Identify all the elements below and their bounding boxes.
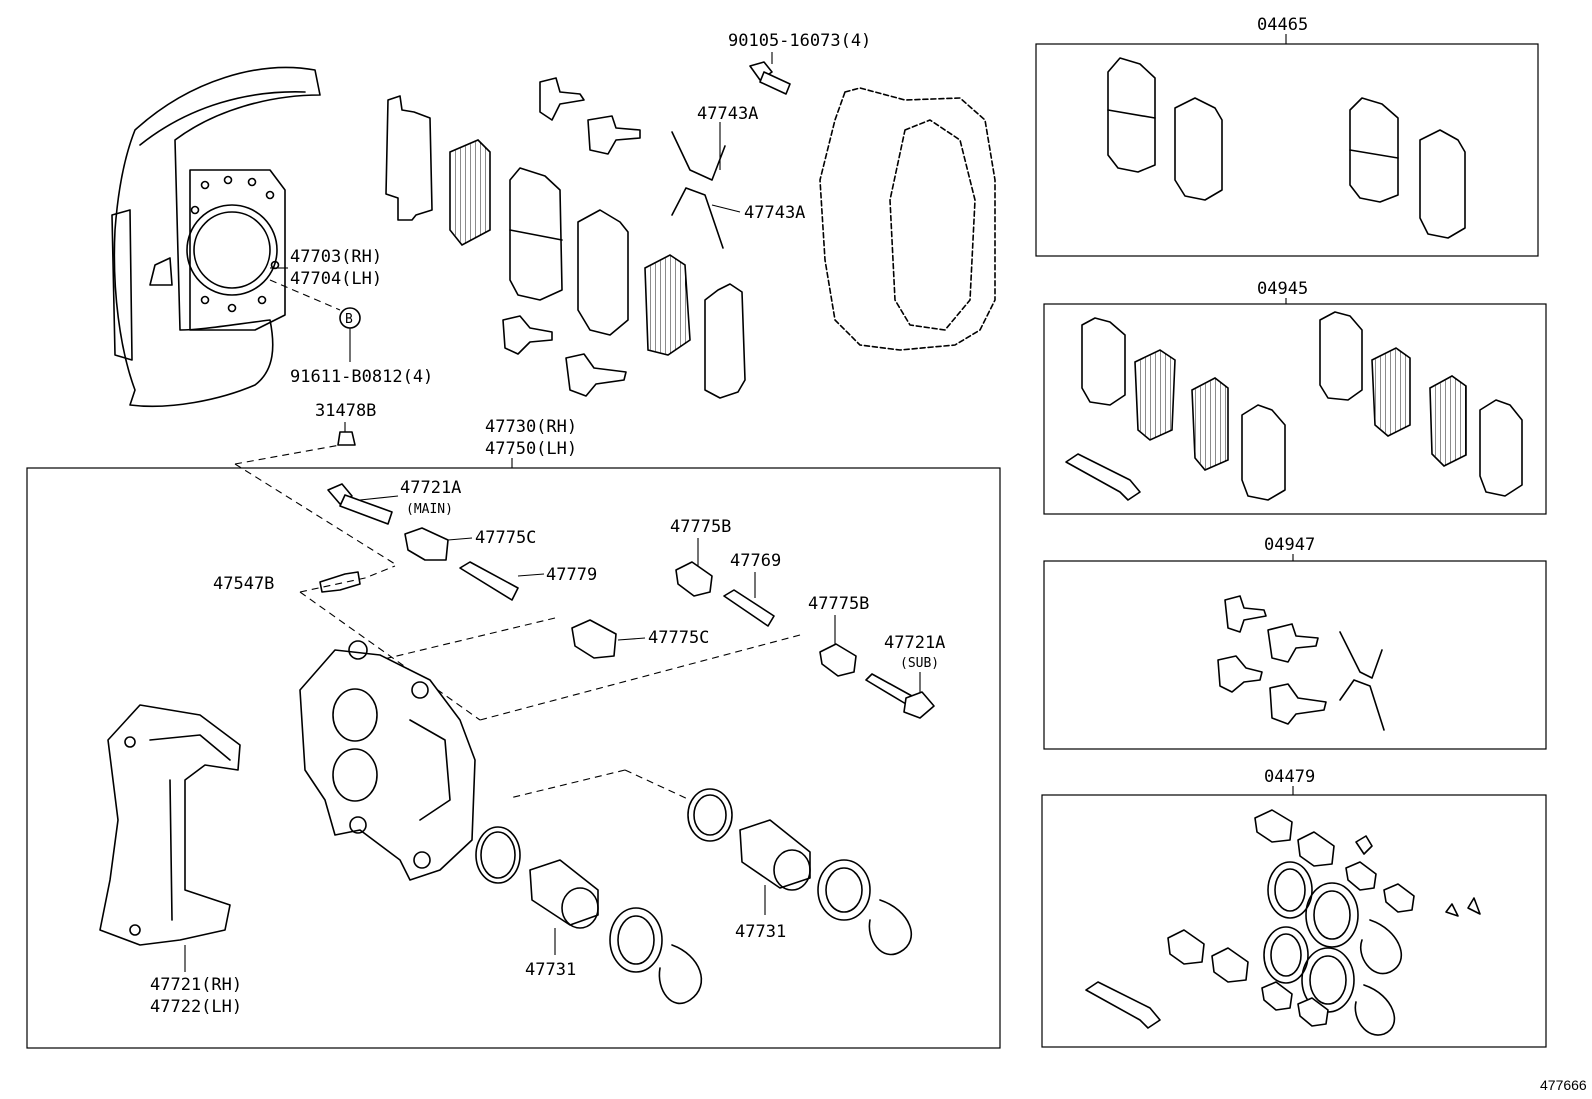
- brake-pad-set: [385, 95, 746, 399]
- figure-id: 477666: [1540, 1077, 1587, 1093]
- kit-04947-clips-springs: [1217, 595, 1385, 731]
- kit-04465-pads: [1107, 57, 1466, 239]
- b-marker: B: [339, 307, 361, 329]
- pin-main-note: (MAIN): [406, 502, 453, 517]
- shield-bolt-label: 91611-B0812(4): [290, 367, 433, 387]
- piston-1-label: 47731: [525, 960, 576, 980]
- boot-3-icon: [675, 561, 713, 597]
- boot-2-label: 47775C: [648, 628, 709, 648]
- kit-04479-box: [1041, 794, 1547, 1048]
- slide-pin-main-icon: [327, 483, 393, 525]
- caliper-housing-outline: [819, 87, 996, 351]
- boot-4-icon: [819, 643, 857, 677]
- bleeder-label: 47547B: [213, 574, 274, 594]
- kit-04465-box: [1035, 43, 1539, 257]
- caliper-mounting-bolt-icon: [749, 61, 791, 95]
- plug-icon: [337, 431, 356, 446]
- kit-04947-box: [1043, 560, 1547, 750]
- kit-04479-seals-boots: [1085, 809, 1481, 1036]
- kit-04945-label: 04945: [1257, 279, 1308, 299]
- shield-lh-label: 47704(LH): [290, 269, 382, 289]
- sleeve-2-label: 47769: [730, 551, 781, 571]
- boot-3-label: 47775B: [670, 517, 731, 537]
- boot-2-icon: [571, 619, 617, 659]
- caliper-assembly-box: [26, 467, 1001, 1049]
- sleeve-1-icon: [459, 561, 519, 601]
- pin-main-label: 47721A: [400, 478, 461, 498]
- spring-1-label: 47743A: [697, 104, 758, 124]
- pin-sub-note: (SUB): [900, 656, 939, 671]
- caliper-assembly-label: 47730(RH) 47750(LH): [485, 417, 577, 459]
- svg-text:47750(LH): 47750(LH): [485, 439, 577, 459]
- piston-seals-left: [475, 826, 703, 1005]
- piston-2-label: 47731: [735, 922, 786, 942]
- sleeve-1-label: 47779: [546, 565, 597, 585]
- svg-text:B: B: [345, 312, 353, 327]
- caliper-mounting-bracket: [99, 704, 241, 946]
- kit-04465-label: 04465: [1257, 15, 1308, 35]
- shield-bolt-holes: [190, 175, 280, 313]
- kit-04479-label: 04479: [1264, 767, 1315, 787]
- spring-2-label: 47743A: [744, 203, 805, 223]
- kit-04945-pads-shims: [1065, 311, 1523, 501]
- sleeve-2-icon: [723, 589, 775, 627]
- kit-04945-box: [1043, 303, 1547, 515]
- pin-sub-label: 47721A: [884, 633, 945, 653]
- anti-squeal-springs: [671, 131, 726, 249]
- caliper-body: [299, 640, 476, 881]
- mounting-bracket-label: 47721(RH) 47722(LH): [150, 975, 242, 1017]
- top-bolt-label: 90105-16073(4): [728, 31, 871, 51]
- slide-pin-sub-icon: [865, 673, 935, 719]
- plug-label: 31478B: [315, 401, 376, 421]
- shield-rh-label: 47703(RH): [290, 247, 382, 267]
- piston-seals-right: [687, 788, 912, 956]
- svg-text:47721(RH): 47721(RH): [150, 975, 242, 995]
- boot-4-label: 47775B: [808, 594, 869, 614]
- boot-1-icon: [404, 527, 449, 561]
- pad-fitting-clips: [502, 77, 641, 397]
- svg-text:47730(RH): 47730(RH): [485, 417, 577, 437]
- kit-04947-label: 04947: [1264, 535, 1315, 555]
- dust-shield: [111, 66, 321, 408]
- svg-text:47722(LH): 47722(LH): [150, 997, 242, 1017]
- shield-part-label: 47703(RH) 47704(LH): [290, 247, 382, 289]
- bleeder-screw-icon: [319, 571, 361, 593]
- boot-1-label: 47775C: [475, 528, 536, 548]
